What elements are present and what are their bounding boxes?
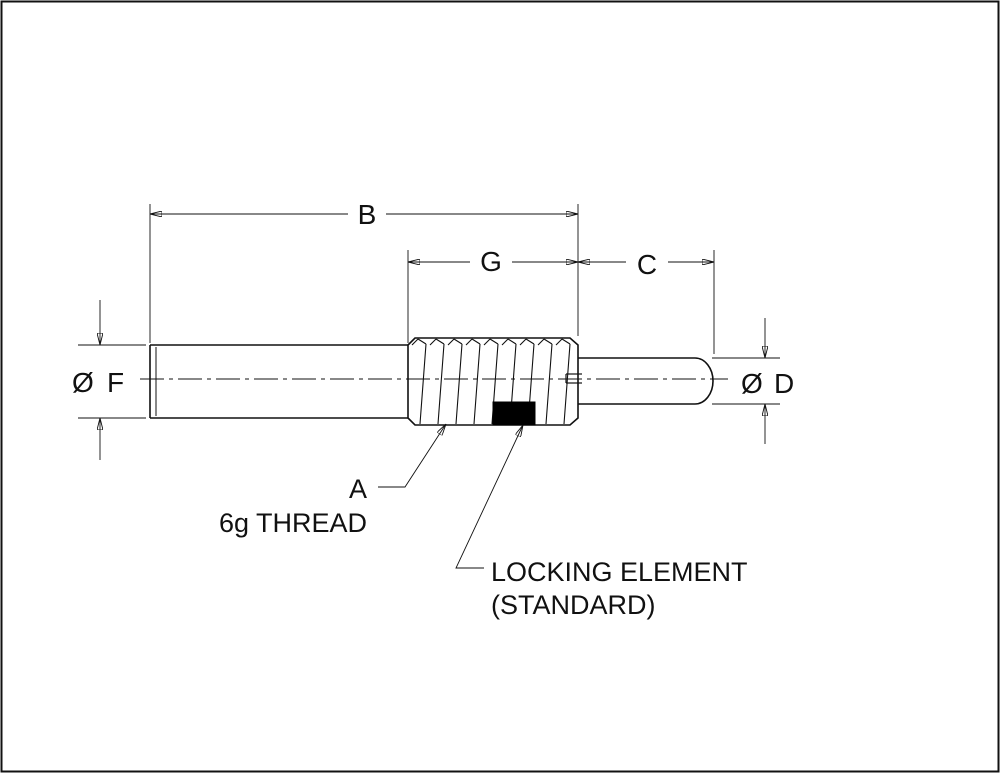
thread-crest [465, 338, 481, 425]
leader-thread [378, 424, 446, 488]
thread-lines [411, 338, 571, 425]
plunger-part [149, 337, 714, 426]
dimension-lines [78, 204, 780, 569]
thread-crest [555, 338, 571, 425]
thread-crest [537, 338, 553, 425]
locking-element-label: LOCKING ELEMENT [491, 557, 748, 587]
thread-crest [447, 338, 463, 425]
dim-c-label: C [637, 249, 657, 280]
dim-f-diameter-symbol: Ø [72, 367, 94, 398]
locking-element [492, 401, 536, 426]
dim-f-label: F [107, 367, 124, 398]
leader-locking [455, 425, 523, 569]
thread-crest [429, 338, 445, 425]
locking-element-standard-label: (STANDARD) [491, 590, 656, 620]
dim-b-label: B [358, 199, 377, 230]
thread-callout-label: A [349, 474, 367, 504]
thread-crest [411, 338, 427, 425]
dim-d-diameter-symbol: Ø [741, 368, 763, 399]
plunger-nose [578, 357, 714, 405]
thread-spec-label: 6g THREAD [219, 508, 367, 538]
shank-body [149, 344, 408, 419]
dim-g-label: G [480, 246, 502, 277]
dim-d-label: D [774, 368, 794, 399]
